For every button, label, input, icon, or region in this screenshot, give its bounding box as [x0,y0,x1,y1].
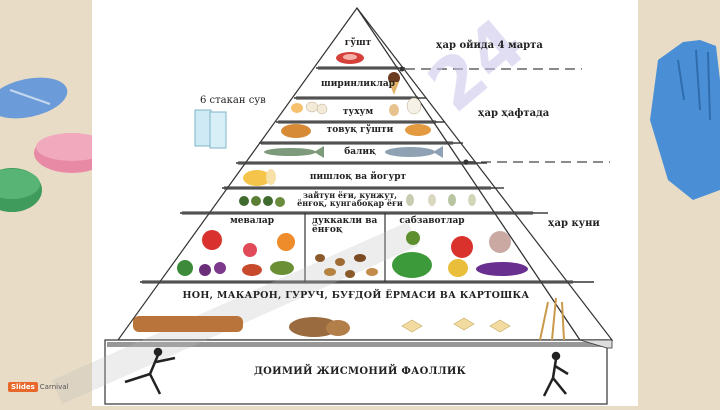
eggs-icon [291,97,422,116]
runner-left-icon [124,347,176,395]
tier-label-dairy: пишлоқ ва йогурт [309,172,407,182]
tier-label-legumes: дуккакли ва ёнғоқ [312,216,378,235]
legumes-nuts-icon [315,254,378,278]
note-daily: ҳар куни [548,218,600,229]
tier-label-sweets: ширинликлар [321,79,395,89]
fish-icon [264,146,443,158]
fruits-icon [177,230,295,276]
runner-right-icon [542,351,569,397]
tier-label-oils: зайтун ёғи, кунжут, ёнғоқ, кунгабоқар ёғ… [297,190,403,208]
tier-label-activity: ДОИМИЙ ЖИСМОНИЙ ФАОЛЛИК [253,366,467,377]
tier-label-poultry: товуқ гўшти [326,125,394,135]
meat-icon [336,52,364,64]
glove-decoration [650,40,720,200]
grains-icon [133,297,565,341]
note-weekly: ҳар ҳафтада [478,108,550,119]
tier-label-fish: балиқ [344,147,376,157]
chicken-icon [281,124,431,138]
brand-box: Slides [8,382,38,392]
note-water: 6 стакан сув [200,95,266,106]
tier-label-eggs: тухум [342,107,374,117]
brand-logo: Slides Carnival [8,381,68,393]
activity-base [104,339,608,405]
pills-decoration [0,77,110,212]
left-decoration-panel [0,0,110,406]
cheese-icon [243,169,276,186]
note-monthly: ҳар ойида 4 марта [436,40,543,51]
ice-cream-icon [388,72,400,95]
tier-label-fruits: мевалар [229,216,275,226]
tier-label-grains: НОН, МАКАРОН, ГУРУЧ, БУҒДОЙ ЁРМАСИ ВА КА… [182,290,530,301]
tier-label-vegetables: сабзавотлар [399,216,465,226]
right-decoration-panel [638,0,720,406]
vegetables-icon [392,231,528,278]
oils-icon [239,194,476,207]
brand-rest: Carnival [39,383,69,391]
tier-label-meat: гўшт [344,38,372,48]
water-glasses-icon [194,109,227,149]
